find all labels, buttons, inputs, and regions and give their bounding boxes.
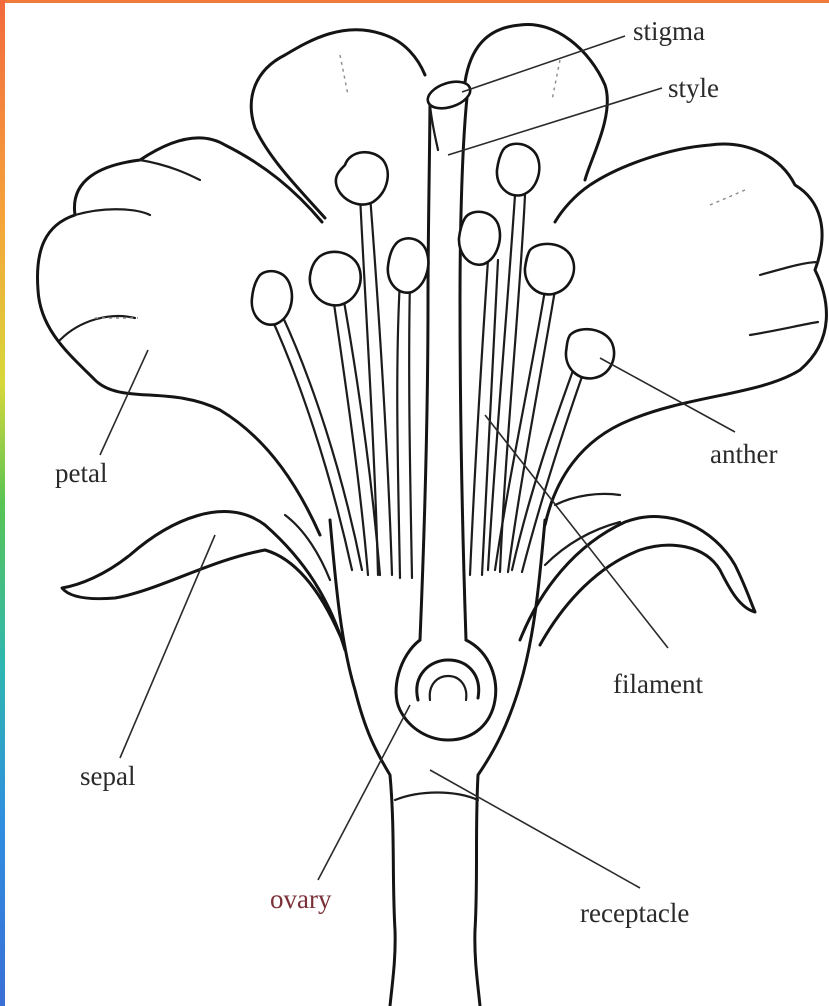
anther-shape: [525, 244, 574, 295]
petal-lobe-line: [75, 209, 150, 215]
petal-lobe-line: [750, 322, 818, 335]
leader-style: [448, 88, 662, 155]
anther-shape: [310, 252, 361, 306]
sepal-right-inner: [555, 494, 620, 505]
sepal-right-inner: [545, 522, 620, 565]
label-stigma: stigma: [633, 16, 705, 46]
leader-sepal: [120, 535, 215, 758]
leader-ovary: [318, 705, 410, 880]
petal-lobe-line: [60, 316, 135, 340]
ovule-inner: [430, 676, 467, 700]
petal-vein: [552, 60, 560, 100]
petal-vein: [710, 190, 745, 205]
label-ovary: ovary: [270, 884, 332, 914]
receptacle-outline: [475, 520, 545, 1006]
anther-shape: [566, 329, 614, 378]
style: [420, 95, 430, 640]
sepal-right: [520, 517, 755, 645]
leader-petal: [100, 350, 148, 455]
petal-lobe-line: [140, 160, 200, 180]
label-receptacle: receptacle: [580, 898, 689, 928]
style: [460, 88, 468, 640]
ovule: [417, 660, 479, 700]
label-anther: anther: [710, 439, 777, 469]
anther-shape: [388, 238, 429, 292]
petal-vein: [340, 55, 348, 95]
stem-line: [395, 793, 478, 801]
leader-receptacle: [430, 770, 640, 888]
label-petal: petal: [55, 458, 107, 488]
anther-shape: [459, 212, 500, 265]
receptacle-outline: [330, 520, 395, 1006]
label-style: style: [668, 73, 719, 103]
label-sepal: sepal: [80, 761, 135, 791]
leader-stigma: [462, 36, 625, 92]
leader-filament: [485, 415, 668, 648]
ovary-wall: [396, 640, 496, 740]
anther-shape: [497, 144, 539, 196]
petal-lobe-line: [760, 262, 818, 275]
anther-shape: [336, 152, 388, 204]
leader-anther: [600, 358, 735, 432]
label-filament: filament: [613, 669, 703, 699]
anthers: [252, 144, 614, 379]
anther-shape: [252, 271, 292, 325]
